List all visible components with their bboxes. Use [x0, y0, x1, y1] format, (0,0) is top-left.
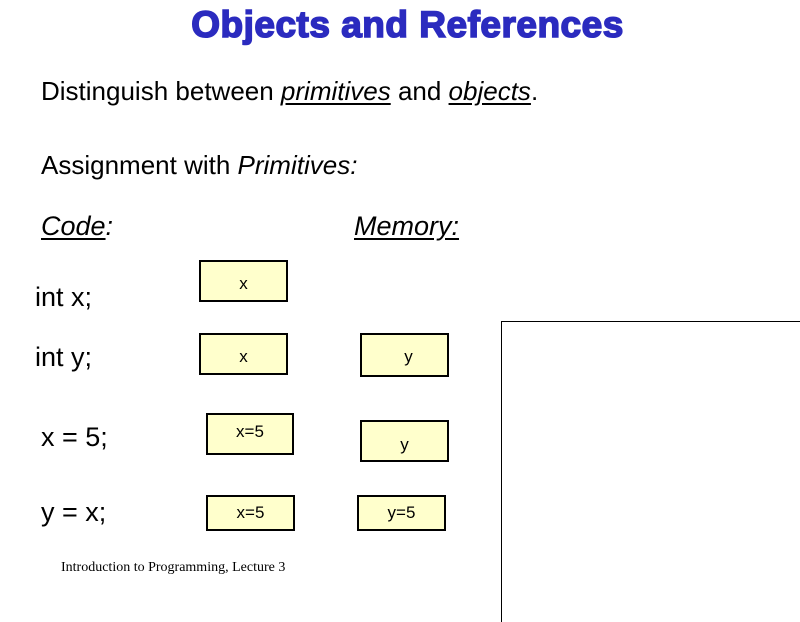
memory-box-x: x: [199, 333, 288, 375]
intro-prefix: Distinguish between: [41, 76, 281, 106]
memory-header: Memory:: [354, 211, 459, 242]
intro-suffix: .: [530, 76, 539, 106]
subheading-term: Primitives:: [237, 150, 358, 180]
intro-text: Distinguish between primitives and objec…: [41, 76, 538, 107]
subheading-prefix: Assignment with: [41, 150, 238, 180]
intro-mid: and: [390, 76, 449, 106]
slide-title: Objects and References: [190, 3, 624, 46]
term-objects: objects: [448, 76, 531, 106]
memory-box-y: y: [360, 420, 449, 462]
subheading: Assignment with Primitives:: [41, 150, 357, 181]
code-line-1: int x;: [35, 282, 93, 312]
memory-box-x: x=5: [206, 495, 295, 531]
code-line-3: x = 5;: [41, 422, 108, 452]
code-line-2: int y;: [35, 342, 93, 372]
side-panel-frame: [501, 321, 800, 622]
memory-box-x: x: [199, 260, 288, 302]
code-header-colon: :: [105, 211, 114, 241]
code-header: Code:: [41, 211, 113, 242]
slide-footer: Introduction to Programming, Lecture 3: [61, 560, 286, 575]
term-primitives: primitives: [280, 76, 391, 106]
memory-box-y: y: [360, 333, 449, 377]
memory-header-label: Memory:: [354, 211, 460, 241]
code-line-4: y = x;: [41, 497, 107, 527]
memory-box-y: y=5: [357, 495, 446, 531]
memory-box-x: x=5: [206, 413, 294, 455]
code-header-label: Code: [41, 211, 106, 241]
